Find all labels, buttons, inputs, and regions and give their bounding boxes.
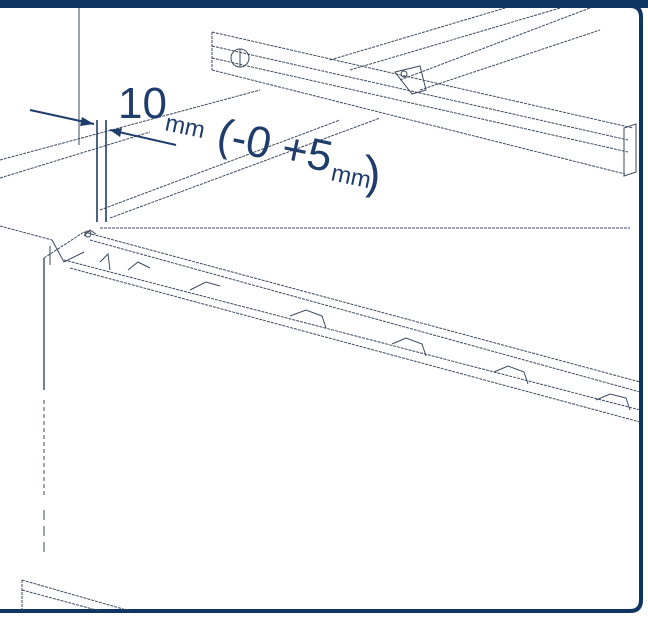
rail-joint xyxy=(394,65,427,95)
rail-clips xyxy=(99,252,631,411)
frame-top-bar xyxy=(0,0,648,8)
upper-rail xyxy=(211,31,634,175)
dimension-label: 10 mm (-0 +5 mm ) xyxy=(118,79,380,198)
dimension-value: 10 xyxy=(118,79,167,128)
cabinet-front-panel xyxy=(43,246,51,555)
worktop-surface xyxy=(0,89,630,241)
frame-border xyxy=(0,3,643,613)
gap-marker-lines xyxy=(96,120,107,222)
tolerance-open: (-0 +5 xyxy=(213,110,337,182)
lower-rail xyxy=(43,231,641,423)
dimension-arrows xyxy=(29,109,177,146)
top-cross-rails xyxy=(329,7,601,91)
bottom-rail xyxy=(21,579,131,612)
corner-bracket xyxy=(51,229,97,263)
tolerance-close: ) xyxy=(365,146,380,198)
upper-rail-end xyxy=(623,123,637,177)
dimension-unit: mm xyxy=(163,109,208,144)
